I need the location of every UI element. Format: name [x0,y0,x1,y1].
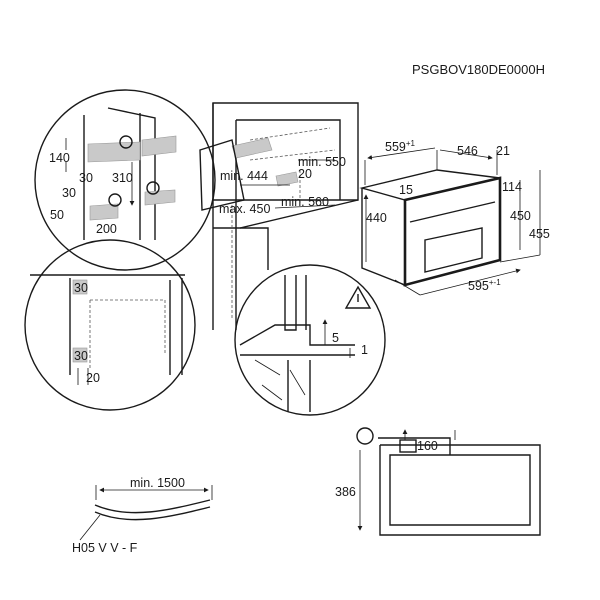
niche-max-450: max. 450 [219,202,270,216]
model-code: PSGBOV180DE0000H [412,62,545,77]
shelf-gap-5: 5 [332,331,339,345]
cabinet-dim-310: 310 [112,171,133,185]
oven-body-height: 440 [366,211,387,225]
cabinet-dim-140: 140 [49,151,70,165]
niche-min-444: min. 444 [220,169,268,183]
connection-height: 386 [335,485,356,499]
cabinet-dim-30-top: 30 [79,171,93,185]
connection-width: 160 [417,439,438,453]
oven-drawing [359,147,541,296]
oven-front-width: 595+-1 [468,278,501,293]
cable-type: H05 V V - F [72,541,138,555]
oven-width: 559+1 [385,139,416,154]
connection-drawing [357,428,541,536]
side-dim-top: 30 [74,281,88,295]
oven-height-450: 450 [510,209,531,223]
niche-drawing [199,102,359,330]
cabinet-dim-30-bottom: 30 [62,186,76,200]
shelf-gap-1: 1 [361,343,368,357]
oven-front: 21 [496,144,510,158]
side-dim-bottom: 30 [74,349,88,363]
cable-length: min. 1500 [130,476,185,490]
oven-top-gap: 15 [399,183,413,197]
oven-panel: 114 [502,180,522,194]
cabinet-detail [34,89,216,271]
niche-min-550: min. 550 [298,155,346,169]
side-detail [24,239,196,411]
cabinet-dim-200: 200 [96,222,117,236]
niche-min-560: min. 560 [281,195,329,209]
niche-gap-20: 20 [298,167,312,181]
cable-drawing [79,485,213,541]
shelf-detail [234,264,386,416]
side-dim-offset: 20 [86,371,100,385]
oven-height-455: 455 [529,227,550,241]
oven-depth: 546 [457,144,478,158]
cabinet-dim-50: 50 [50,208,64,222]
